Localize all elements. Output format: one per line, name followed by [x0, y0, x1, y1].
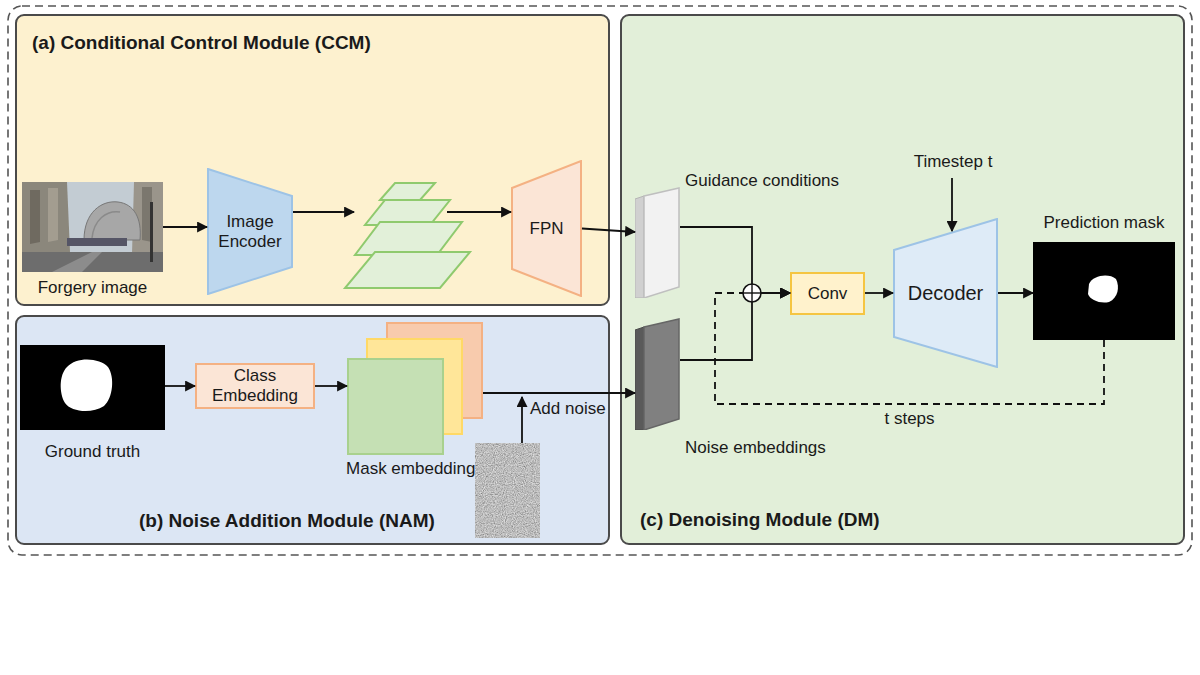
sum-cross — [751, 284, 752, 302]
panel-title: (b) Noise Addition Module (NAM) — [139, 510, 435, 532]
flow-arrow — [315, 385, 347, 387]
module-panel: (a) Conditional Control Module (CCM) Forg… — [15, 14, 610, 306]
module-panel: (c) Denoising Module (DM) Guidance condit… — [620, 14, 1185, 545]
feature-slab: Guidance conditions — [635, 187, 680, 298]
edge-label: t steps — [885, 409, 935, 429]
flow-arrow — [163, 226, 207, 228]
flow-arrow — [483, 392, 635, 394]
node-label: Decoder — [908, 282, 984, 305]
process-box: Conv — [790, 272, 865, 315]
panel-title: (c) Denoising Module (DM) — [640, 509, 880, 531]
flow-arrow — [865, 292, 893, 294]
timestep-arrow — [951, 178, 953, 231]
sum-circle — [743, 284, 761, 302]
fpn-block: FPN — [511, 160, 582, 297]
decoder-block: Decoder — [893, 218, 998, 368]
image-node: Ground truth — [20, 345, 165, 430]
node-label: Noise embeddings — [685, 438, 826, 458]
node-label: Image Encoder — [215, 212, 285, 251]
node-label: Class Embedding — [197, 366, 313, 405]
encoder-block: Image Encoder — [207, 168, 293, 295]
image-node: Prediction mask — [1033, 242, 1175, 340]
node-label: Forgery image — [7, 278, 178, 298]
image-node: Forgery image — [22, 182, 163, 272]
node-label: FPN — [530, 219, 564, 239]
annotation-label: Timestep t — [898, 152, 1008, 172]
node-label: Guidance conditions — [685, 171, 839, 191]
slab-shape — [635, 187, 680, 298]
node-label: Ground truth — [10, 442, 175, 462]
flow-arrow — [165, 385, 195, 387]
feature-slab: Noise embeddings — [635, 318, 680, 430]
node-label: Conv — [808, 284, 848, 304]
mask-image — [20, 345, 165, 430]
mask-stack — [347, 322, 483, 455]
process-box: Class Embedding — [195, 363, 315, 409]
noise-square — [475, 443, 540, 538]
arrow-head — [340, 211, 354, 213]
forgery-photo — [22, 182, 163, 272]
flow-arrow — [293, 211, 511, 213]
mask-image — [1033, 242, 1175, 340]
sum-symbol — [743, 284, 761, 302]
flow-arrow — [998, 292, 1033, 294]
annotation-label: Add noise — [530, 399, 606, 419]
node-label: Prediction mask — [1013, 213, 1195, 233]
dashed-frame — [8, 6, 1192, 555]
panel-title: (a) Conditional Control Module (CCM) — [32, 32, 371, 54]
slab-shape — [635, 318, 680, 430]
embedding-stack: Mask embeddings — [347, 322, 483, 455]
add-noise-arrow — [521, 397, 523, 443]
